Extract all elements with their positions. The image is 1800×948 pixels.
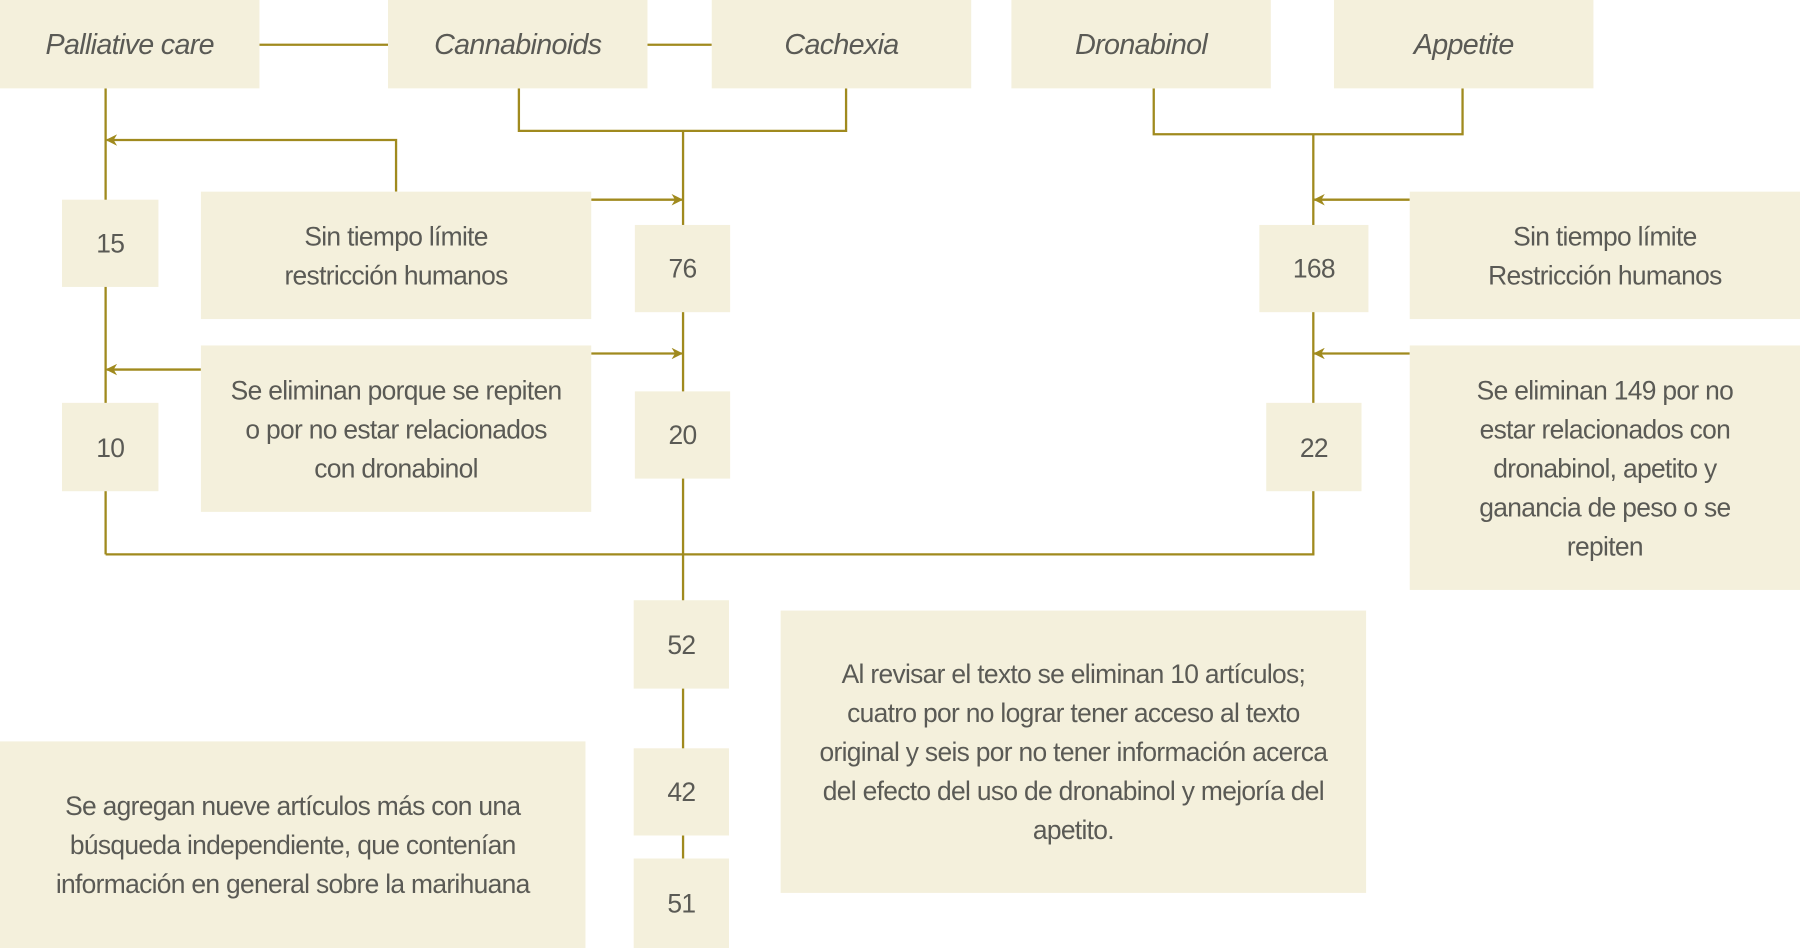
count-combined: 52 bbox=[633, 600, 729, 689]
count-palliative-final: 10 bbox=[61, 402, 159, 492]
keyword-cannabinoids: Cannabinoids bbox=[388, 0, 648, 89]
count-after-review: 42 bbox=[633, 748, 729, 836]
note-review: Al revisar el texto se eliminan 10 artíc… bbox=[780, 610, 1367, 893]
note-left-limit: Sin tiempo límite restricción humanos bbox=[200, 191, 592, 320]
note-added: Se agregan nueve artículos más con una b… bbox=[0, 741, 586, 948]
count-dronabinol-final: 22 bbox=[1266, 402, 1362, 492]
count-final: 51 bbox=[633, 858, 729, 948]
count-cannabinoids-initial: 76 bbox=[634, 224, 731, 313]
keyword-dronabinol: Dronabinol bbox=[1011, 0, 1271, 89]
note-left-remove: Se eliminan porque se repiten o por no e… bbox=[200, 345, 592, 512]
count-palliative-initial: 15 bbox=[61, 199, 159, 287]
note-right-remove: Se eliminan 149 por no estar relacionado… bbox=[1409, 345, 1800, 590]
keyword-appetite: Appetite bbox=[1333, 0, 1594, 89]
note-right-limit: Sin tiempo límite Restricción humanos bbox=[1409, 191, 1800, 320]
keyword-cachexia: Cachexia bbox=[711, 0, 972, 89]
count-cannabinoids-final: 20 bbox=[634, 391, 731, 479]
keyword-palliative-care: Palliative care bbox=[0, 0, 260, 89]
count-dronabinol-initial: 168 bbox=[1259, 224, 1369, 313]
